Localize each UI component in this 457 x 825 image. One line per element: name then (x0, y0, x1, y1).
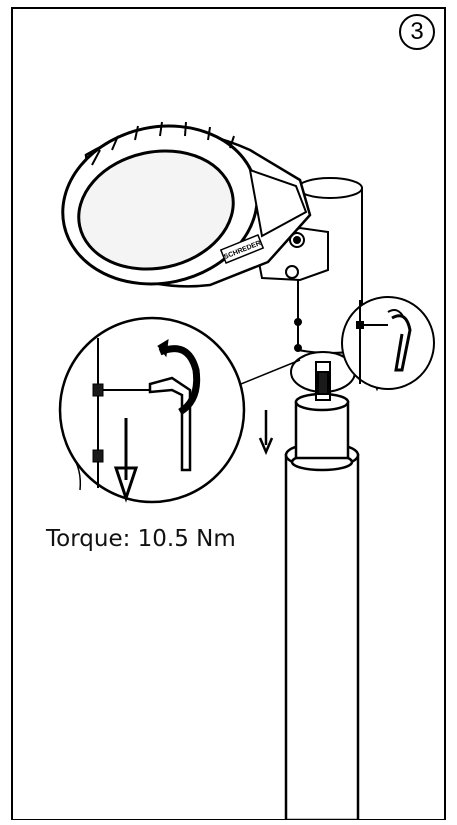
zoom-detail-left (58, 316, 246, 504)
lower-pole (284, 392, 360, 822)
sleeve-opening (290, 351, 356, 401)
torque-label: Torque: 10.5 Nm (46, 526, 236, 552)
luminaire-head (61, 121, 312, 288)
zoom-detail-right (341, 296, 435, 390)
zoom-connector (235, 359, 301, 387)
step-number-badge: 3 (399, 14, 435, 50)
down-arrow-small (258, 410, 274, 456)
